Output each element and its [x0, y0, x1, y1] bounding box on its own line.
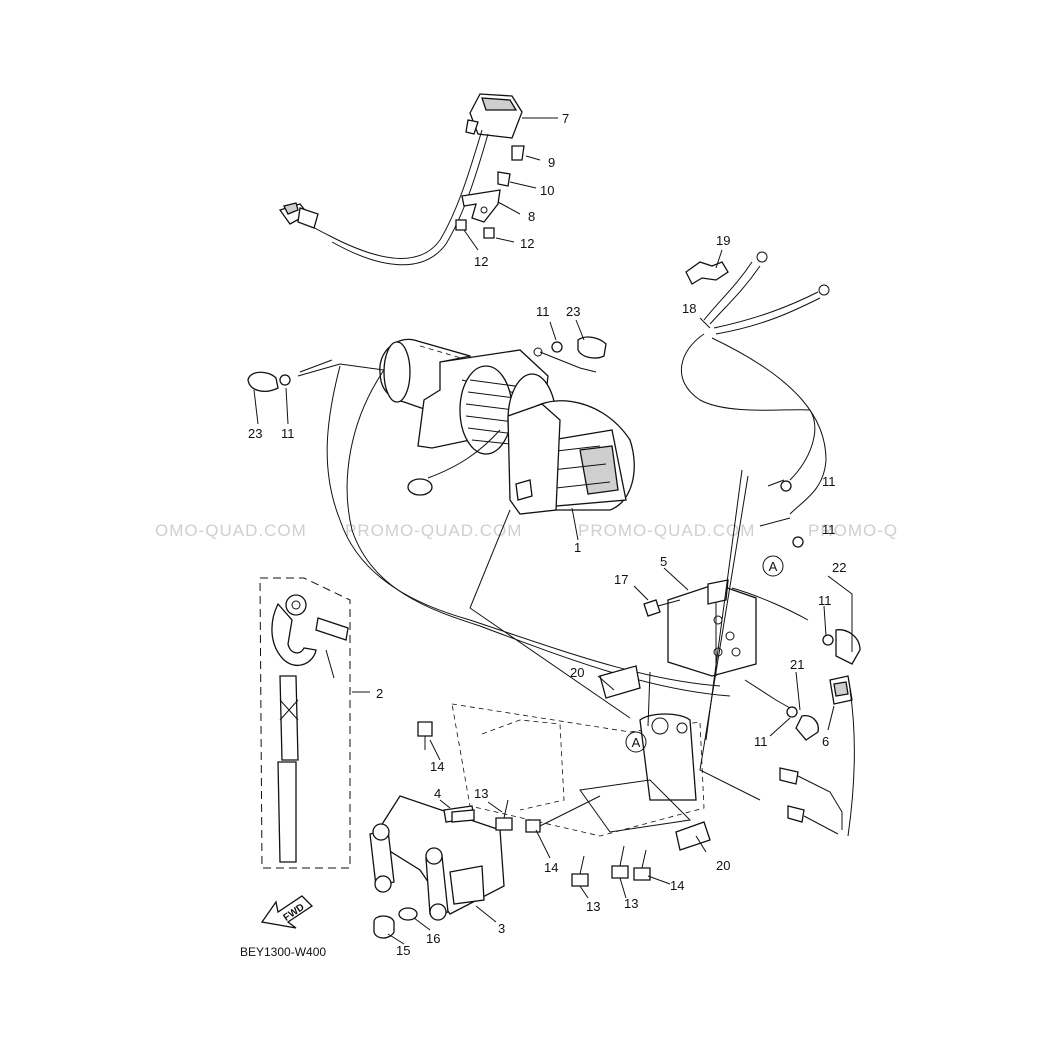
callout-20: 20 [570, 665, 584, 680]
watermark-text: PROMO-QUAD.COM [345, 521, 522, 540]
callout-11: 11 [536, 304, 550, 319]
callout-23: 23 [248, 426, 262, 441]
callout-18: 18 [682, 301, 696, 316]
reference-a-circle [762, 555, 784, 577]
callout-21: 21 [790, 657, 804, 672]
watermark-group: OMO-QUAD.COM PROMO-QUAD.COM PROMO-QUAD.C… [155, 521, 898, 540]
reference-a-label: A [632, 735, 641, 750]
callout-2: 2 [376, 686, 383, 701]
callout-11: 11 [818, 593, 832, 608]
callout-6: 6 [822, 734, 829, 749]
mounting-plate-drawing [451, 703, 705, 837]
callout-16: 16 [426, 931, 440, 946]
callout-17: 17 [614, 572, 628, 587]
callout-labels: 7 9 10 8 12 12 19 18 11 23 23 11 11 11 1… [248, 111, 846, 958]
fwd-arrow: FWD [260, 895, 314, 929]
roller-fairlead-drawing [369, 795, 505, 921]
contactor-relay-drawing [599, 469, 861, 851]
callout-14: 14 [544, 860, 558, 875]
battery-lead-drawing [681, 251, 830, 515]
watermark-text: PROMO-Q [808, 521, 898, 540]
watermark-text: PROMO-QUAD.COM [578, 521, 755, 540]
callout-13: 13 [586, 899, 600, 914]
callout-12: 12 [520, 236, 534, 251]
terminal-cap-drawing [551, 336, 607, 359]
callout-3: 3 [498, 921, 505, 936]
callout-7: 7 [562, 111, 569, 126]
reference-a-circle [625, 731, 647, 753]
fastener-drawings [373, 721, 651, 939]
hook-strap-kit-drawing [259, 577, 351, 869]
callout-19: 19 [716, 233, 730, 248]
callout-20: 20 [716, 858, 730, 873]
callout-14: 14 [430, 759, 444, 774]
callout-4: 4 [434, 786, 441, 801]
winch-assembly-drawing [379, 338, 635, 515]
callout-13: 13 [624, 896, 638, 911]
switch-bracket-drawing [455, 145, 525, 239]
callout-14: 14 [670, 878, 684, 893]
callout-12: 12 [474, 254, 488, 269]
leader-lines [253, 117, 853, 945]
callout-23: 23 [566, 304, 580, 319]
winch-switch-drawing [278, 93, 523, 266]
drawing-code: BEY1300-W400 [240, 945, 326, 959]
reference-marks: A A [625, 555, 784, 753]
callout-9: 9 [548, 155, 555, 170]
reference-lines [469, 509, 651, 727]
callout-11: 11 [754, 734, 768, 749]
callout-15: 15 [396, 943, 410, 958]
reference-a-label: A [769, 559, 778, 574]
callout-13: 13 [474, 786, 488, 801]
callout-8: 8 [528, 209, 535, 224]
callout-11: 11 [822, 522, 836, 537]
callout-10: 10 [540, 183, 554, 198]
watermark-text: OMO-QUAD.COM [155, 521, 307, 540]
callout-22: 22 [832, 560, 846, 575]
callout-1: 1 [574, 540, 581, 555]
callout-11: 11 [281, 426, 295, 441]
callout-11: 11 [822, 474, 836, 489]
callout-5: 5 [660, 554, 667, 569]
